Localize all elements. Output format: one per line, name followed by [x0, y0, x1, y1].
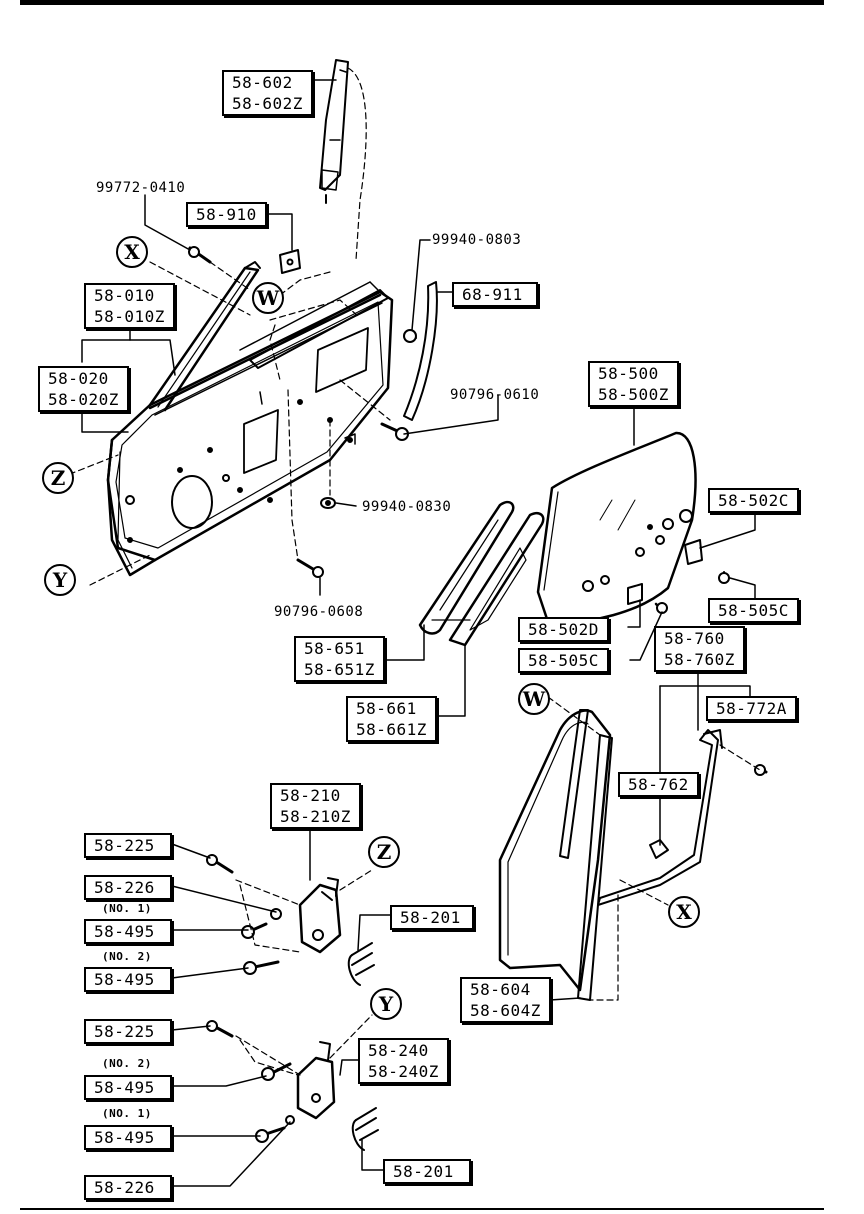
part-number: 58-661Z — [356, 720, 427, 739]
note-no2-lower: (NO. 2) — [102, 1057, 152, 1070]
note-no1-lower: (NO. 1) — [102, 1107, 152, 1120]
part-number: 58-020Z — [48, 390, 119, 409]
part-number: 58-210Z — [280, 807, 351, 826]
door-inner-panel — [106, 290, 394, 577]
part-number: 58-500 — [598, 364, 659, 383]
part-label-90796-0608: 90796-0608 — [274, 604, 364, 620]
part-number: 58-010 — [94, 286, 155, 305]
part-label-58-201-lower: 58-201 — [383, 1159, 471, 1184]
part-number: 58-210 — [280, 786, 341, 805]
part-label-90796-0610: 90796-0610 — [450, 387, 540, 403]
part-label-58-760: 58-760 58-760Z — [654, 626, 745, 672]
callout-w-lower: W — [518, 683, 550, 715]
part-label-58-010: 58-010 58-010Z — [84, 283, 175, 329]
part-label-99940-0830: 99940-0830 — [362, 499, 452, 515]
callout-y-left: Y — [44, 564, 76, 596]
door-dashed-leaders — [59, 261, 391, 586]
seal-68-911 — [403, 281, 438, 421]
part-label-99940-0803: 99940-0803 — [432, 232, 522, 248]
top-border — [20, 0, 824, 5]
part-number: 58-602Z — [232, 94, 303, 113]
frame-dashed-leaders — [547, 696, 761, 1001]
part-label-58-762: 58-762 — [618, 772, 699, 797]
part-number: 58-500Z — [598, 385, 669, 404]
part-label-58-651: 58-651 58-651Z — [294, 636, 385, 682]
part-label-58-201-upper: 58-201 — [390, 905, 474, 930]
door-glass — [536, 431, 730, 624]
callout-x-lower: X — [668, 896, 700, 928]
upper-frame — [148, 261, 261, 412]
bracket-58-910 — [279, 249, 301, 274]
part-label-58-210: 58-210 58-210Z — [270, 783, 361, 829]
leader-lines — [81, 79, 756, 1187]
part-label-58-604: 58-604 58-604Z — [460, 977, 551, 1023]
callout-w-upper: W — [252, 282, 284, 314]
hinge-shim-upper — [347, 942, 375, 986]
part-label-58-772A: 58-772A — [706, 696, 797, 721]
part-number: 58-604Z — [470, 1001, 541, 1020]
door-frame-weatherstrip — [498, 709, 768, 1001]
part-number: 58-760Z — [664, 650, 735, 669]
part-number: 58-651Z — [304, 660, 375, 679]
part-label-58-226-upper: 58-226 — [84, 875, 172, 900]
note-no1-upper: (NO. 1) — [102, 902, 152, 915]
callout-z-left: Z — [42, 462, 74, 494]
upper-hinge — [206, 854, 342, 975]
part-label-58-602: 58-602 58-602Z — [222, 70, 313, 116]
part-number: 58-760 — [664, 629, 725, 648]
part-number: 58-010Z — [94, 307, 165, 326]
note-no2-upper: (NO. 2) — [102, 950, 152, 963]
part-number: 58-240 — [368, 1041, 429, 1060]
rear-guide-rail — [319, 59, 367, 261]
lower-hinge — [206, 1020, 336, 1143]
part-number: 58-020 — [48, 369, 109, 388]
bottom-border — [20, 1208, 824, 1210]
callout-x-upper: X — [116, 236, 148, 268]
part-label-58-505C-upper: 58-505C — [708, 598, 799, 623]
bolt-90796-0610 — [380, 422, 409, 441]
part-label-99772-0410: 99772-0410 — [96, 180, 186, 196]
nut-99940-0830 — [320, 497, 336, 509]
upper-hinge-dashed — [235, 869, 373, 953]
callout-z-hinge: Z — [368, 836, 400, 868]
screw-90796-0608 — [296, 558, 324, 578]
part-label-58-502C: 58-502C — [708, 488, 799, 513]
part-label-58-495-d: 58-495 — [84, 1125, 172, 1150]
part-label-58-495-c: 58-495 — [84, 1075, 172, 1100]
part-label-58-495-a: 58-495 — [84, 919, 172, 944]
part-label-68-911: 68-911 — [452, 282, 538, 307]
part-number: 58-604 — [470, 980, 531, 999]
part-label-58-910: 58-910 — [186, 202, 267, 227]
lower-hinge-dashed — [235, 1014, 373, 1076]
part-number: 58-651 — [304, 639, 365, 658]
part-label-58-495-b: 58-495 — [84, 967, 172, 992]
part-label-58-226-lower: 58-226 — [84, 1175, 172, 1200]
part-label-58-500: 58-500 58-500Z — [588, 361, 679, 407]
callout-y-hinge: Y — [370, 988, 402, 1020]
part-label-58-225-lower: 58-225 — [84, 1019, 172, 1044]
part-label-58-240: 58-240 58-240Z — [358, 1038, 449, 1084]
part-label-58-020: 58-020 58-020Z — [38, 366, 129, 412]
part-number: 58-602 — [232, 73, 293, 92]
part-number: 58-240Z — [368, 1062, 439, 1081]
belt-rails — [148, 281, 389, 416]
bolt-99772 — [188, 246, 212, 264]
quarter-glass-inner — [448, 511, 545, 647]
hinge-shim-lower — [351, 1107, 379, 1151]
part-label-58-502D: 58-502D — [518, 617, 609, 642]
part-label-58-225-upper: 58-225 — [84, 833, 172, 858]
part-label-58-505C-lower: 58-505C — [518, 648, 609, 673]
part-number: 58-661 — [356, 699, 417, 718]
part-label-58-661: 58-661 58-661Z — [346, 696, 437, 742]
